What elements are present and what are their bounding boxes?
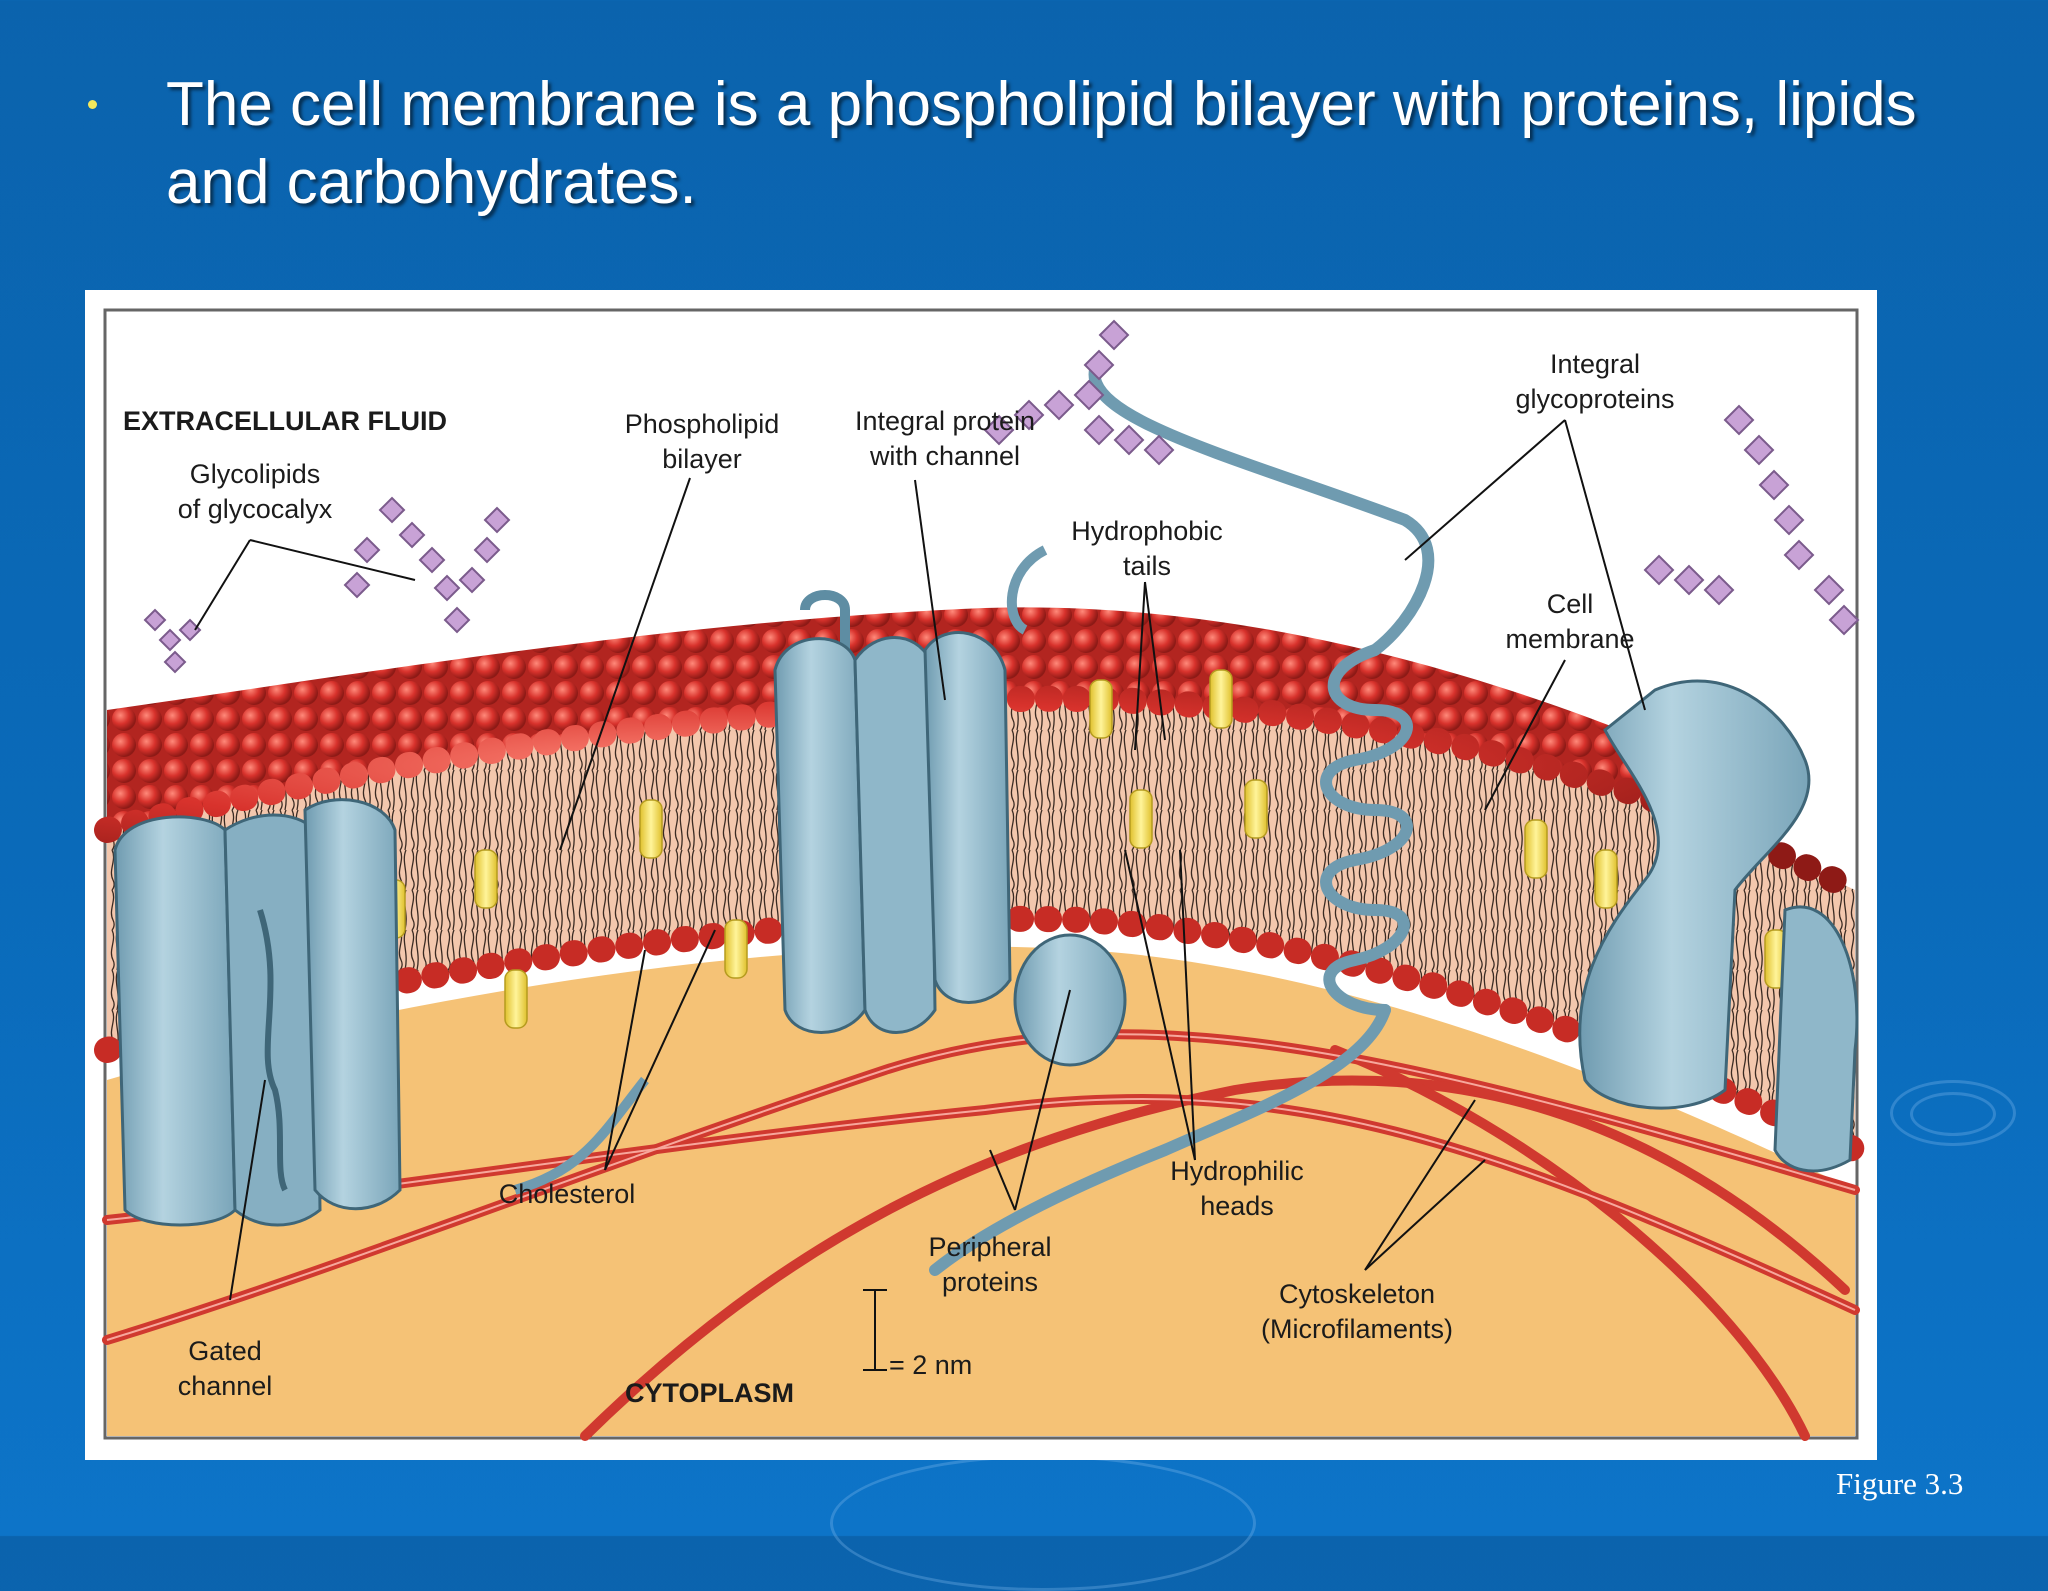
- label-hydrophobic-line2: tails: [1123, 551, 1171, 581]
- integral-channel-protein: [773, 590, 1127, 1067]
- label-hydrophilic-line2: heads: [1200, 1191, 1274, 1221]
- membrane-diagram: EXTRACELLULAR FLUID CYTOPLASM Glycolipid…: [94, 308, 1868, 1441]
- label-integral-protein-line1: Integral protein: [855, 406, 1035, 436]
- peripheral-tail: [513, 1076, 649, 1195]
- bilayer-core: [107, 698, 1855, 1150]
- label-peripheral-line1: Peripheral: [928, 1232, 1051, 1262]
- label-cytoskeleton-line2: (Microfilaments): [1261, 1314, 1453, 1344]
- label-glycolipids-line2: of glycocalyx: [178, 494, 333, 524]
- protein-tail: [1007, 545, 1048, 635]
- label-integral-glycoproteins-line1: Integral: [1550, 349, 1640, 379]
- label-cell-membrane-line2: membrane: [1505, 624, 1634, 654]
- label-hydrophobic-line1: Hydrophobic: [1071, 516, 1223, 546]
- figure-caption: Figure 3.3: [1836, 1466, 1964, 1501]
- label-cytoplasm: CYTOPLASM: [625, 1378, 794, 1408]
- label-cytoskeleton-line1: Cytoskeleton: [1279, 1279, 1435, 1309]
- label-integral-protein-line2: with channel: [869, 441, 1020, 471]
- label-cell-membrane-line1: Cell: [1547, 589, 1594, 619]
- slide-bullet-text: The cell membrane is a phospholipid bila…: [166, 70, 1917, 217]
- label-cholesterol: Cholesterol: [499, 1179, 636, 1209]
- label-integral-glycoproteins-line2: glycoproteins: [1515, 384, 1674, 414]
- right-glycoprotein: [1578, 679, 1859, 1173]
- label-hydrophilic-line1: Hydrophilic: [1170, 1156, 1304, 1186]
- label-glycolipids-line1: Glycolipids: [190, 459, 321, 489]
- label-peripheral-line2: proteins: [942, 1267, 1038, 1297]
- carbohydrate-chains: [143, 319, 1860, 674]
- label-gated-channel-line2: channel: [178, 1371, 273, 1401]
- bullet-icon: [88, 100, 97, 109]
- background-ripple: [830, 1455, 1256, 1591]
- background-ripple: [1890, 1080, 2016, 1146]
- bilayer-surface: [107, 607, 1695, 830]
- leader-lines: [194, 419, 1646, 1371]
- background-ripple: [1910, 1092, 1996, 1136]
- membrane-figure: EXTRACELLULAR FLUID CYTOPLASM Glycolipid…: [85, 290, 1877, 1460]
- label-scale-bar: = 2 nm: [889, 1350, 972, 1380]
- gated-channel-protein: [113, 798, 402, 1227]
- label-phospholipid-line1: Phospholipid: [625, 409, 780, 439]
- label-phospholipid-line2: bilayer: [662, 444, 742, 474]
- integral-glycoprotein-helix: [929, 364, 1435, 1276]
- label-extracellular-fluid: EXTRACELLULAR FLUID: [123, 406, 447, 436]
- peripheral-protein: [1013, 933, 1127, 1067]
- label-gated-channel-line1: Gated: [188, 1336, 262, 1366]
